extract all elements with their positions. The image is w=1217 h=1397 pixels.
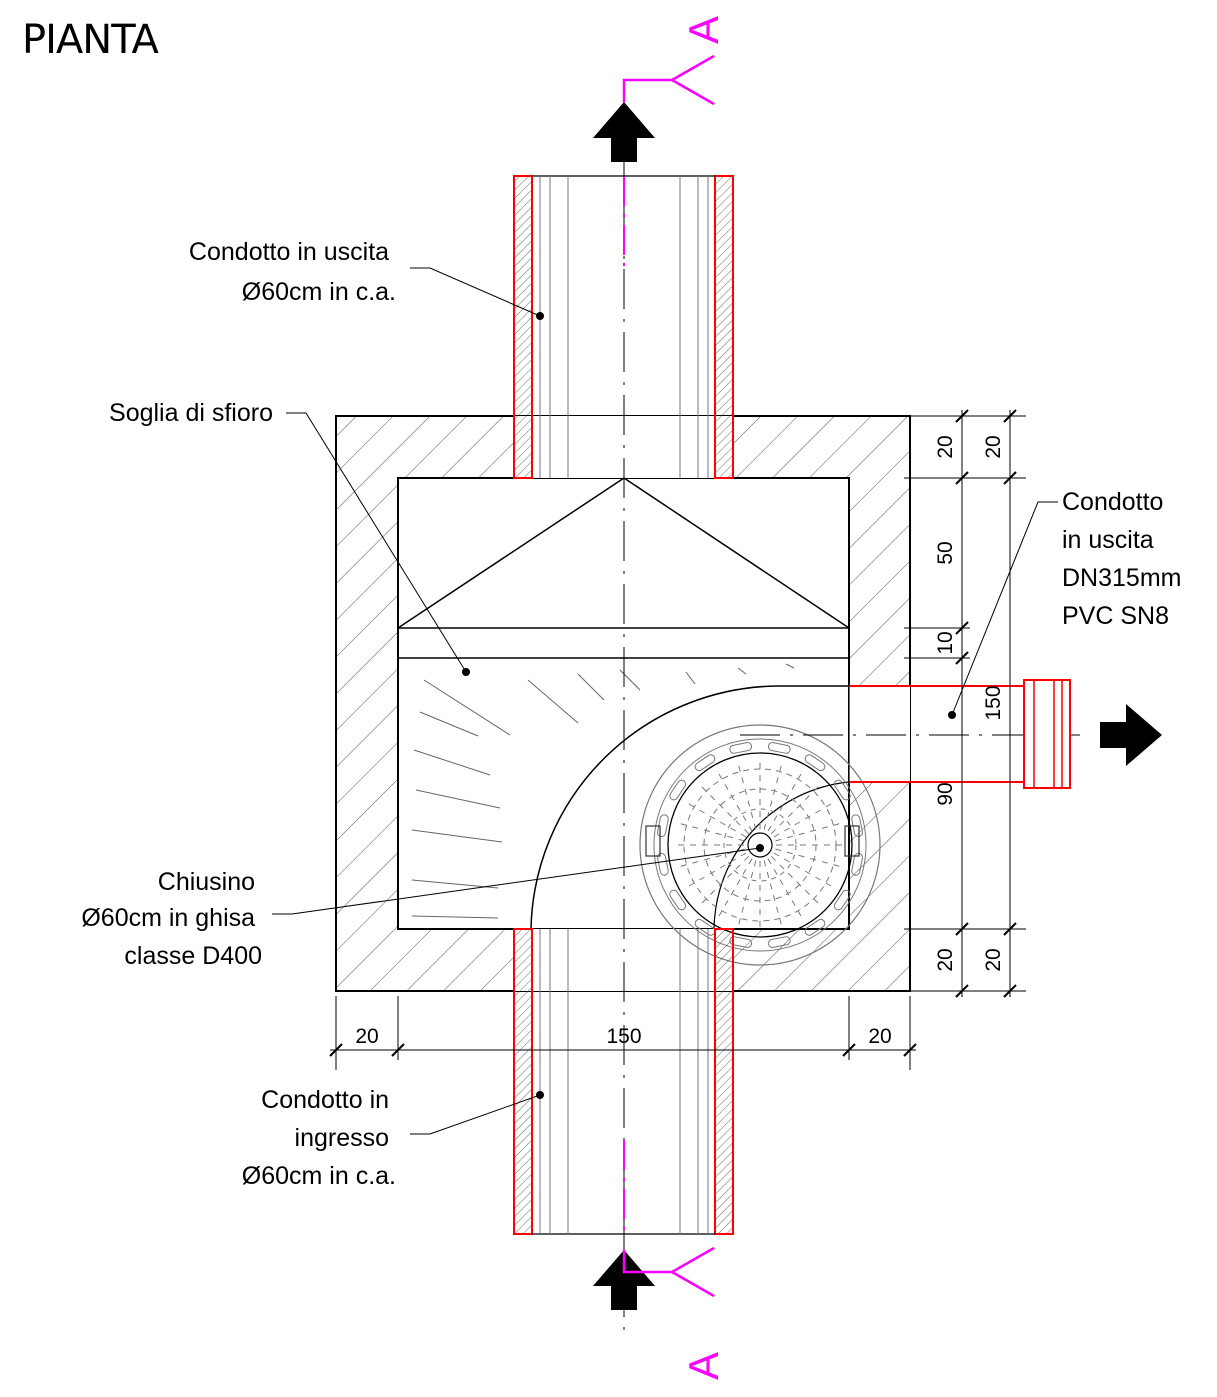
section-label-top: A bbox=[680, 16, 727, 44]
dim-right-inner-1: 20 bbox=[934, 435, 957, 458]
dimension-bottom bbox=[329, 996, 917, 1070]
label-outlet-side: Condotto in uscita DN315mm PVC SN8 bbox=[1062, 488, 1188, 630]
leader-dots bbox=[462, 312, 956, 1099]
dim-right-outer-3: 20 bbox=[982, 948, 1005, 971]
flow-arrow-up-bottom bbox=[593, 1250, 655, 1310]
flow-arrows bbox=[593, 102, 1162, 1310]
drawing-title: PIANTA bbox=[22, 17, 160, 63]
flow-arrow-right bbox=[1100, 704, 1162, 766]
flow-arrow-up-top bbox=[593, 102, 655, 162]
leader-lines bbox=[272, 267, 1058, 1135]
weir-structure bbox=[397, 477, 850, 659]
label-outlet-top: Condotto in uscita Ø60cm in c.a. bbox=[189, 238, 396, 306]
label-manhole: Chiusino Ø60cm in ghisa classe D400 bbox=[81, 868, 262, 970]
channel-arc-outer bbox=[530, 685, 781, 930]
dim-right-inner-2: 50 bbox=[934, 541, 957, 564]
dim-right-outer-1: 20 bbox=[982, 435, 1005, 458]
inlet-pipe-bottom bbox=[513, 928, 734, 1235]
section-marker-top bbox=[622, 54, 715, 106]
label-weir: Soglia di sfioro bbox=[109, 399, 273, 427]
dimension-right bbox=[904, 409, 1026, 998]
label-inlet: Condotto in ingresso Ø60cm in c.a. bbox=[242, 1086, 396, 1190]
dim-bottom-left: 20 bbox=[355, 1025, 378, 1048]
dim-right-inner-3: 10 bbox=[934, 631, 957, 654]
channel-arc-inner bbox=[713, 781, 850, 930]
chamber-walls bbox=[335, 415, 911, 992]
dim-bottom-center: 150 bbox=[606, 1025, 641, 1048]
outlet-pipe-side bbox=[849, 679, 1071, 789]
dim-right-inner-4: 90 bbox=[934, 782, 957, 805]
dim-right-outer-2: 150 bbox=[982, 685, 1005, 720]
manhole-cover bbox=[639, 724, 881, 966]
dim-right-inner-5: 20 bbox=[934, 948, 957, 971]
outlet-pipe-top bbox=[513, 175, 734, 479]
section-label-bottom: A bbox=[680, 1352, 727, 1380]
floor-slope-marks bbox=[411, 663, 795, 919]
section-marker-bottom bbox=[622, 1246, 715, 1298]
dim-bottom-right: 20 bbox=[868, 1025, 891, 1048]
